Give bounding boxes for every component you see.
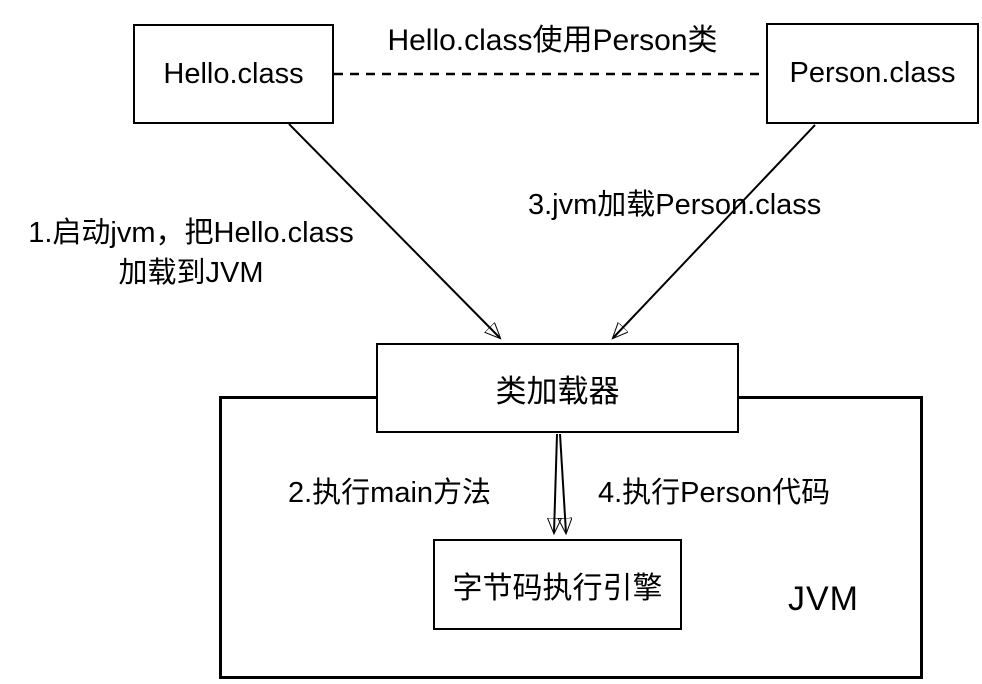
step1-label-line1: 1.启动jvm，把Hello.class	[28, 217, 354, 249]
step1-label: 1.启动jvm，把Hello.class 加载到JVM	[5, 213, 377, 293]
step3-label: 3.jvm加载Person.class	[528, 189, 822, 221]
step4-label: 4.执行Person代码	[598, 477, 831, 509]
arrow-person-to-classloader	[613, 124, 816, 338]
step2-label: 2.执行main方法	[288, 477, 492, 509]
class-loader-node: 类加载器	[376, 343, 739, 433]
jvm-caption: JVM	[788, 580, 859, 618]
jvm-container-box	[219, 396, 923, 679]
step1-label-line2: 加载到JVM	[118, 257, 264, 289]
hello-class-node: Hello.class	[133, 24, 334, 124]
person-class-node: Person.class	[766, 23, 979, 124]
bytecode-engine-node: 字节码执行引擎	[433, 539, 682, 630]
uses-relation-label: Hello.class使用Person类	[387, 24, 718, 57]
